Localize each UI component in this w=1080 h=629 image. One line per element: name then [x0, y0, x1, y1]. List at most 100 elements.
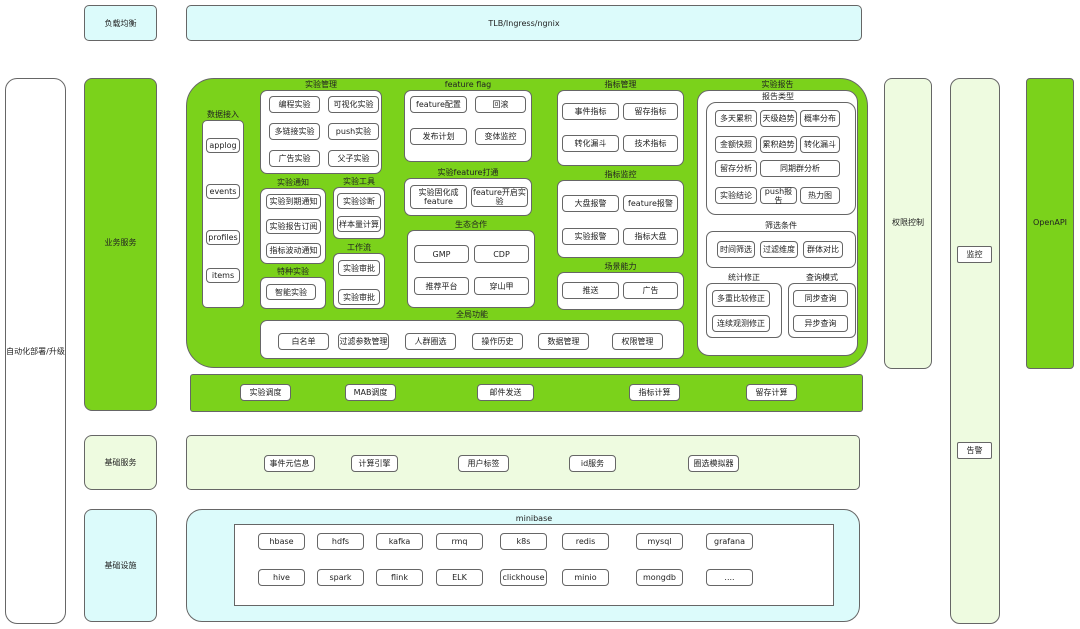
metric-monitor-panel	[557, 180, 684, 258]
metric-retention: 留存指标	[623, 103, 678, 120]
global-permission: 权限管理	[612, 333, 663, 350]
report-type-title: 报告类型	[762, 92, 794, 101]
permission-label: 权限控制	[892, 218, 924, 227]
report-funnel: 转化漏斗	[800, 136, 840, 153]
infra-mysql: mysql	[636, 533, 683, 550]
ff-release-plan: 发布计划	[410, 128, 467, 145]
stats-multi-compare: 多重比较修正	[712, 290, 770, 307]
exp-item-visual: 可视化实验	[328, 96, 379, 113]
scene-ad: 广告	[623, 282, 678, 299]
minibase-title: minibase	[515, 514, 553, 523]
metric-dashboard: 指标大盘	[623, 228, 678, 245]
global-crowd: 人群圈选	[405, 333, 456, 350]
exp-item-multilink: 多链接实验	[269, 123, 320, 140]
ff-config: feature配置	[410, 96, 467, 113]
basic-service-label: 基础服务	[104, 458, 137, 467]
monitor-box: 监控	[957, 246, 992, 263]
infra-more: ....	[706, 569, 753, 586]
data-source-items: items	[206, 268, 240, 283]
exp-item-parent-child: 父子实验	[328, 150, 379, 167]
infra-k8s: k8s	[500, 533, 547, 550]
openapi-label: OpenAPI	[1032, 218, 1068, 227]
report-daily-trend: 天级趋势	[760, 110, 797, 127]
alarm-feature: feature报警	[623, 195, 678, 212]
sched-exp: 实验调度	[240, 384, 291, 401]
exp-to-feature: 实验固化成 feature	[410, 185, 467, 209]
infra-clickhouse: clickhouse	[500, 569, 547, 586]
filter-group-compare: 群体对比	[803, 241, 843, 258]
report-push: push报告	[760, 187, 797, 205]
global-filter-params: 过滤参数管理	[338, 333, 389, 350]
sched-mab: MAB调度	[345, 384, 396, 401]
auto-deploy-label: 自动化部署/升级	[6, 346, 65, 356]
query-async: 异步查询	[793, 315, 848, 332]
infra-mongdb: mongdb	[636, 569, 683, 586]
business-service-box: 业务服务	[84, 78, 157, 411]
alarm-dashboard: 大盘报警	[562, 195, 619, 212]
ff-variant-monitor: 变体监控	[475, 128, 526, 145]
metric-manage-panel	[557, 90, 684, 166]
eco-recommend: 推荐平台	[414, 277, 469, 295]
tool-diagnosis: 实验诊断	[337, 193, 381, 209]
metric-funnel: 转化漏斗	[562, 135, 619, 152]
report-heatmap: 热力图	[800, 187, 840, 204]
sched-retention: 留存计算	[746, 384, 797, 401]
sched-metric: 指标计算	[629, 384, 680, 401]
infra-kafka: kafka	[376, 533, 423, 550]
load-balance-box: 负载均衡	[84, 5, 157, 41]
eco-gmp: GMP	[414, 245, 469, 263]
svc-user-tag: 用户标签	[458, 455, 509, 472]
exp-tools-title: 实验工具	[343, 177, 375, 186]
report-retention: 留存分析	[715, 160, 757, 177]
report-probability: 概率分布	[800, 110, 840, 127]
sched-mail: 邮件发送	[477, 384, 534, 401]
eco-cdp: CDP	[474, 245, 529, 263]
infrastructure-label: 基础设施	[104, 561, 137, 570]
report-multi-day: 多天累积	[715, 110, 757, 127]
global-title: 全局功能	[456, 310, 488, 319]
report-cohort: 同期群分析	[760, 160, 840, 177]
feature-flag-title: feature flag	[444, 80, 492, 89]
business-service-label: 业务服务	[104, 238, 137, 247]
infra-hbase: hbase	[258, 533, 305, 550]
exp-report-title: 实验报告	[761, 80, 794, 89]
infra-hdfs: hdfs	[317, 533, 364, 550]
infra-spark: spark	[317, 569, 364, 586]
data-source-profiles: profiles	[206, 230, 240, 245]
tlb-box: TLB/Ingress/ngnix	[186, 5, 862, 41]
tool-sample-size: 样本量计算	[337, 216, 381, 232]
scene-push: 推送	[562, 282, 619, 299]
infra-grafana: grafana	[706, 533, 753, 550]
data-source-events: events	[206, 184, 240, 199]
svc-compute: 计算引擎	[351, 455, 398, 472]
filter-title: 筛选条件	[765, 221, 797, 230]
infra-rmq: rmq	[436, 533, 483, 550]
feature-start-exp: feature开启实验	[471, 187, 528, 207]
metric-tech: 技术指标	[623, 135, 678, 152]
metric-manage-title: 指标管理	[604, 80, 637, 89]
workflow-approval-1: 实验审批	[338, 260, 380, 276]
data-access-title: 数据接入	[207, 110, 239, 119]
notify-expire: 实验到期通知	[266, 194, 321, 209]
infra-hive: hive	[258, 569, 305, 586]
eco-pangle: 穿山甲	[474, 277, 529, 295]
query-sync: 同步查询	[793, 290, 848, 307]
global-whitelist: 白名单	[278, 333, 329, 350]
exp-feature-title: 实验feature打通	[437, 168, 499, 177]
infra-minio: minio	[562, 569, 609, 586]
filter-dimension: 过滤维度	[760, 241, 798, 258]
exp-item-push: push实验	[328, 123, 379, 140]
infra-flink: flink	[376, 569, 423, 586]
monitor-alert-column	[950, 78, 1000, 624]
special-exp-title: 特种实验	[277, 267, 309, 276]
infrastructure-side-box: 基础设施	[84, 509, 157, 622]
exp-item-programming: 编程实验	[269, 96, 320, 113]
global-history: 操作历史	[472, 333, 523, 350]
alarm-exp: 实验报警	[562, 228, 619, 245]
permission-box: 权限控制	[884, 78, 932, 369]
metric-monitor-title: 指标监控	[604, 170, 637, 179]
stats-continuous: 连续观测修正	[712, 315, 770, 332]
report-amount-snapshot: 金额快照	[715, 136, 757, 153]
notify-metric-fluctuation: 指标波动通知	[266, 243, 321, 258]
svc-event-meta: 事件元信息	[264, 455, 315, 472]
